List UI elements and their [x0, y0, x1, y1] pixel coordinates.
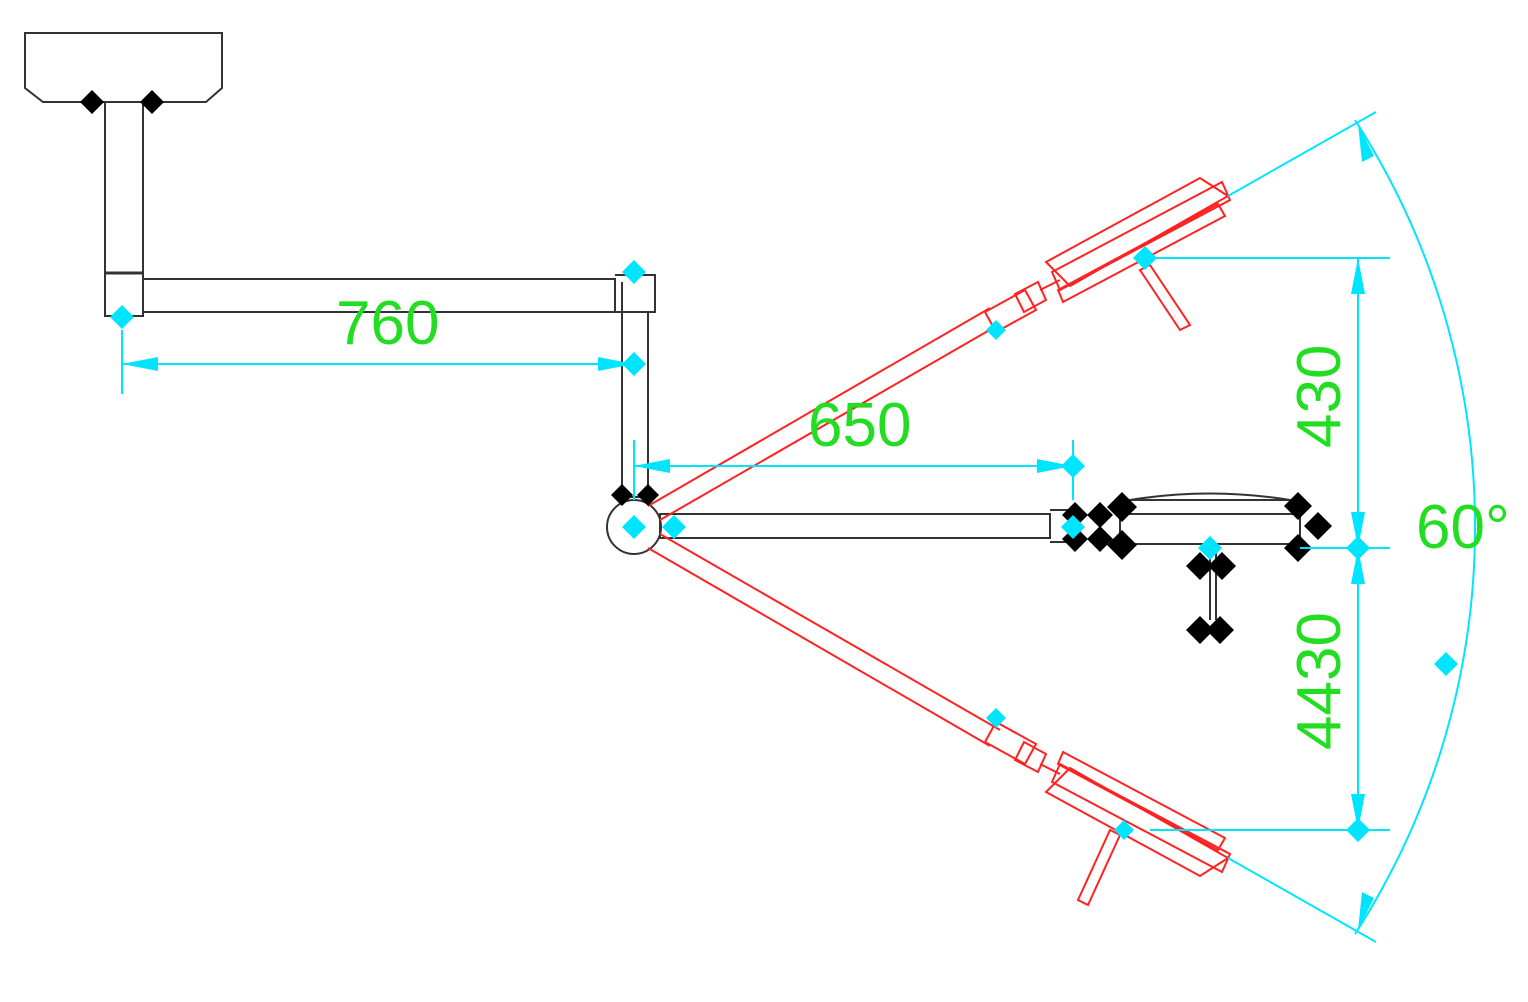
- node-markers: [80, 90, 1332, 644]
- lamp-arm-lower: [647, 533, 1232, 907]
- dimension-lines: [121, 111, 1477, 943]
- dimension-angle: 60°: [1416, 493, 1510, 562]
- dimension-760: 760: [336, 289, 439, 358]
- ceiling-mount: [24, 32, 223, 103]
- dimension-arrows: [122, 124, 1374, 930]
- drop-tube: [104, 101, 144, 317]
- dimension-430: 430: [1285, 345, 1354, 448]
- lamp-arm-upper: [647, 176, 1232, 521]
- grip-points: [110, 246, 1458, 842]
- dimension-4430: 4430: [1285, 612, 1354, 750]
- dimension-650: 650: [808, 391, 911, 460]
